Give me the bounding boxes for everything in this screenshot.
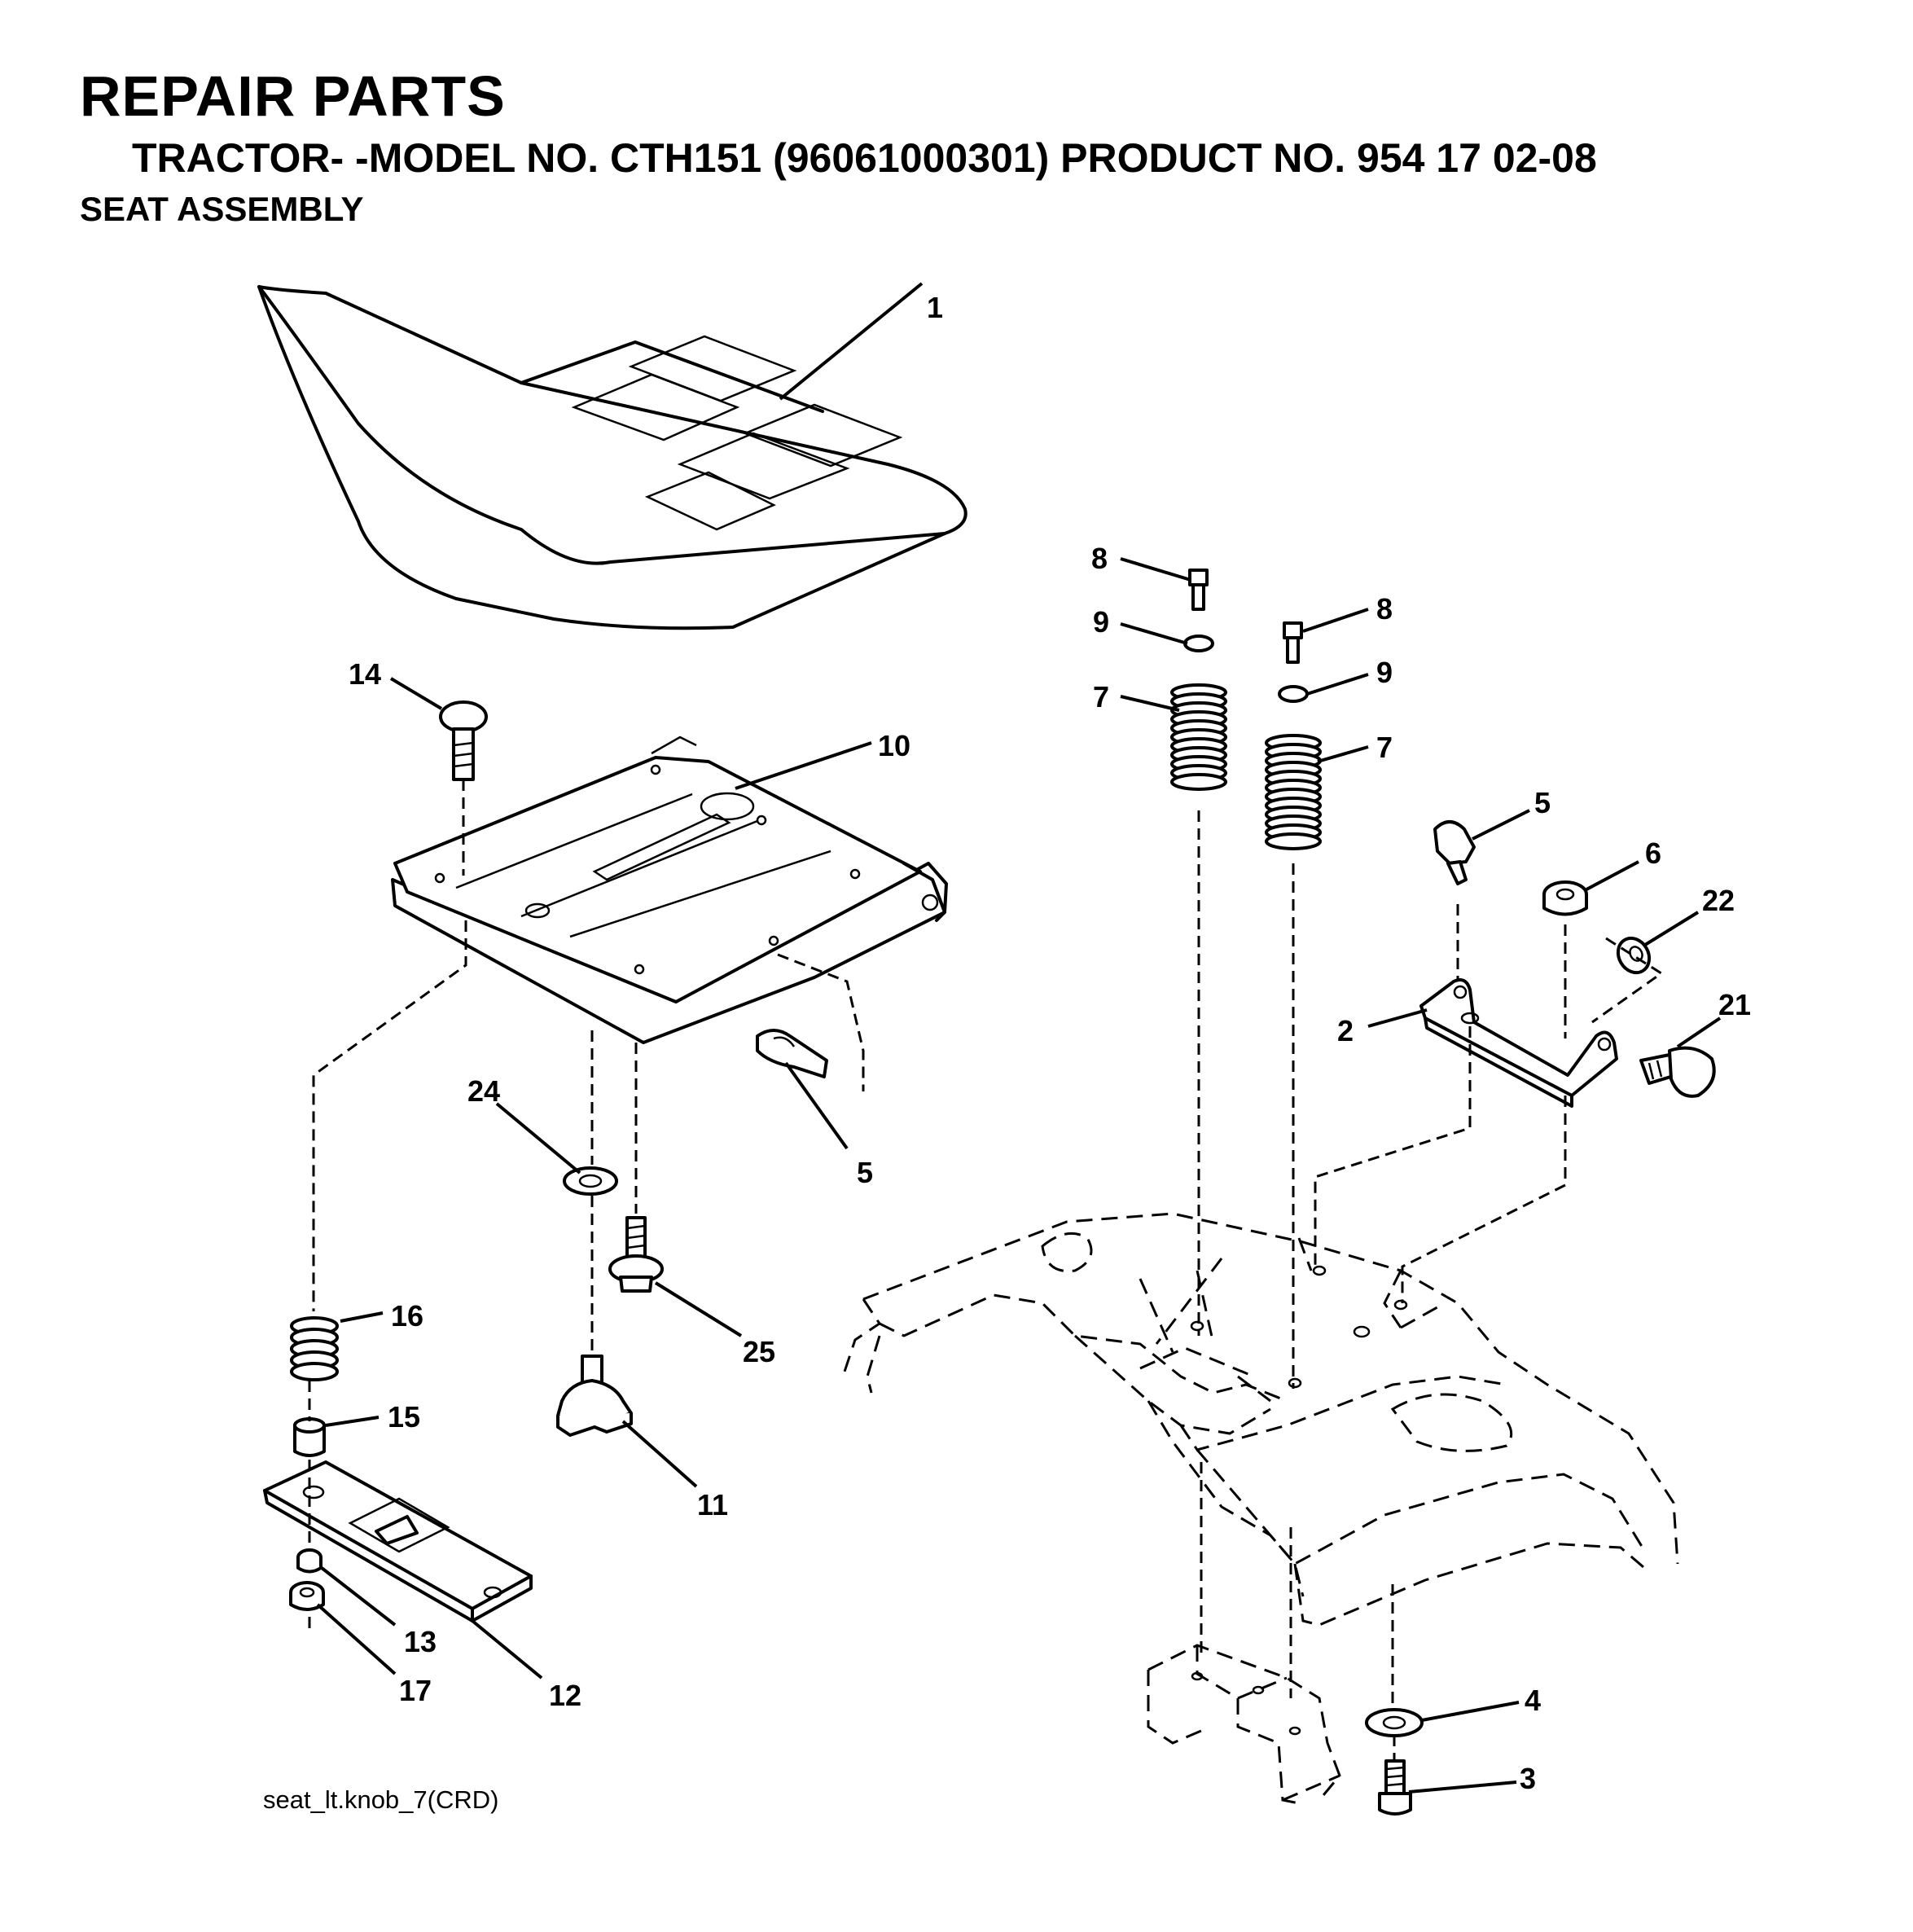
callout-9-right: 9 <box>1376 656 1393 689</box>
callout-7-right: 7 <box>1376 731 1393 764</box>
page-title: REPAIR PARTS <box>80 64 506 128</box>
callout-12: 12 <box>549 1679 581 1712</box>
callout-3: 3 <box>1520 1762 1536 1795</box>
callout-21: 21 <box>1718 988 1751 1021</box>
callout-11: 11 <box>697 1488 728 1521</box>
washer-part-9-left <box>1183 634 1214 652</box>
callout-labels: 1 14 10 24 5 25 16 15 11 13 17 12 8 9 7 … <box>349 291 1751 1795</box>
spring-part-16 <box>290 1316 339 1381</box>
seat-pan-part <box>391 735 948 1044</box>
bolt-part-8-left <box>1188 569 1209 611</box>
nut-part-13 <box>296 1548 322 1574</box>
locknut-part-6 <box>1542 880 1588 916</box>
washer-part-24 <box>563 1166 618 1196</box>
clip-part-right <box>1433 820 1476 885</box>
washer-part-4 <box>1365 1708 1424 1737</box>
callout-7-left: 7 <box>1093 680 1109 714</box>
model-line: TRACTOR- -MODEL NO. CTH151 (96061000301)… <box>132 135 1597 181</box>
spring-part-7-right <box>1265 734 1322 850</box>
callout-22: 22 <box>1702 884 1735 917</box>
callout-17: 17 <box>399 1674 432 1707</box>
callout-5-left: 5 <box>857 1156 873 1189</box>
nut-part-17 <box>289 1581 325 1611</box>
callout-1: 1 <box>927 291 943 324</box>
shoulder-bolt-part <box>608 1216 664 1293</box>
spring-coil <box>1265 832 1322 850</box>
callout-24: 24 <box>467 1074 500 1108</box>
callout-16: 16 <box>391 1299 423 1333</box>
callout-9-left: 9 <box>1093 605 1109 639</box>
tractor-frame-outline <box>841 1212 1679 1806</box>
shoulder-bolt-part-21 <box>1639 1046 1716 1098</box>
section-title: SEAT ASSEMBLY <box>80 190 364 228</box>
spacer-part-15 <box>293 1417 326 1457</box>
spring-coil <box>1170 773 1227 791</box>
callout-5-right: 5 <box>1534 786 1551 819</box>
knob-part-11 <box>556 1355 633 1437</box>
callout-13: 13 <box>404 1625 437 1658</box>
callout-8-left: 8 <box>1091 542 1108 575</box>
seat-part <box>257 285 967 630</box>
alignment-lines <box>308 779 1664 1759</box>
callout-10: 10 <box>878 729 910 762</box>
callout-15: 15 <box>388 1400 420 1434</box>
washer-part-9-right <box>1278 685 1309 703</box>
carriage-bolt-part <box>439 700 488 781</box>
callout-4: 4 <box>1525 1684 1541 1717</box>
clip-part-left <box>756 1029 828 1078</box>
callout-25: 25 <box>743 1335 775 1368</box>
callout-2: 2 <box>1337 1014 1354 1047</box>
callout-14: 14 <box>349 657 381 691</box>
nut-part-22 <box>1616 936 1652 975</box>
seat-bracket-part <box>1419 978 1618 1108</box>
spring-part-7-left <box>1170 683 1227 791</box>
bolt-part-8-right <box>1283 621 1303 664</box>
bolt-part-3 <box>1378 1759 1412 1816</box>
callout-6: 6 <box>1645 836 1661 870</box>
callout-8-right: 8 <box>1376 592 1393 626</box>
callout-leaders <box>316 282 1722 1794</box>
drawing-reference-id: seat_lt.knob_7(CRD) <box>263 1785 499 1814</box>
